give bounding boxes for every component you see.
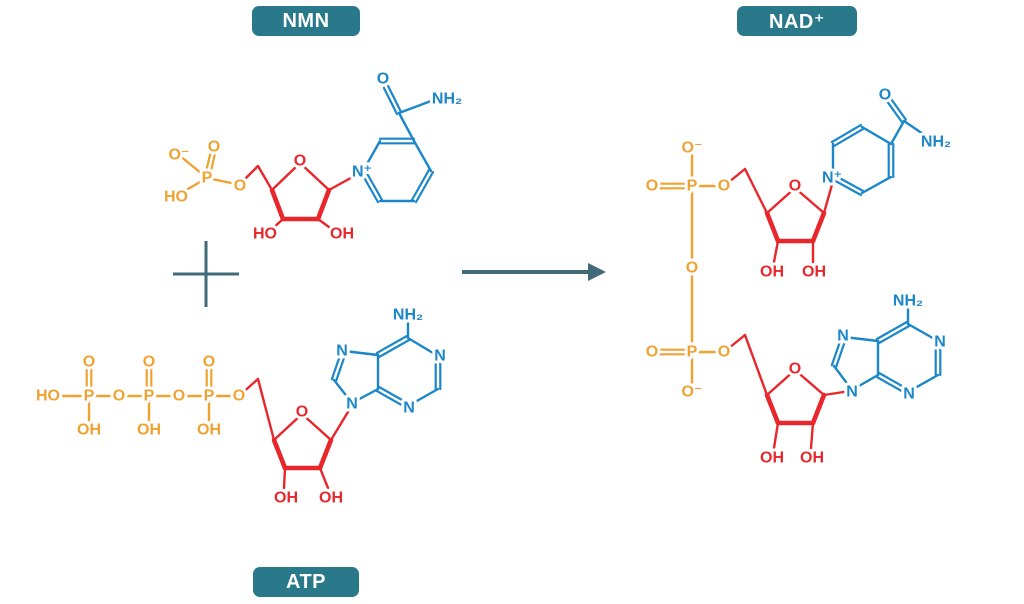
atom-label: O⁻ (682, 140, 703, 157)
atom-label: N⁺ (822, 170, 842, 187)
nad-badge: NAD⁺ (737, 6, 857, 36)
atp-badge: ATP (253, 567, 359, 597)
atom-label: O (377, 71, 389, 88)
atom-label: N (346, 396, 358, 413)
atom-label: OH (197, 422, 221, 439)
atom-label: O (294, 153, 306, 170)
atom-label: OH (802, 264, 826, 281)
atom-label: O (208, 139, 220, 156)
plus-operator (173, 241, 239, 307)
atom-label: O (113, 388, 125, 405)
atom-label: P (687, 344, 698, 361)
atom-label: O (789, 178, 801, 195)
atom-label: O (296, 404, 308, 421)
atom-label: OH (77, 422, 101, 439)
reaction-arrow (462, 263, 606, 281)
atom-label: HO (36, 388, 60, 405)
atom-label: OH (274, 490, 298, 507)
atom-label: O (879, 87, 891, 104)
atom-label: N (403, 400, 415, 417)
atom-label: HO (164, 189, 188, 206)
atom-label: O (686, 260, 698, 277)
atom-label: O (143, 354, 155, 371)
atom-label: O (646, 178, 658, 195)
atom-label: O (233, 388, 245, 405)
atom-label: N (846, 384, 858, 401)
atom-label: OH (330, 226, 354, 243)
atom-label: O (718, 178, 730, 195)
atom-label: O (646, 344, 658, 361)
atom-label: P (202, 170, 213, 187)
atom-label: N (934, 334, 946, 351)
atom-label: P (687, 178, 698, 195)
atom-label: OH (137, 422, 161, 439)
molecule-nad: O⁻ O P O O O P O⁻ O O OH OH N⁺ O NH₂ O OH OH N N N N NH₂ (643, 84, 954, 470)
atom-label: OH (319, 490, 343, 507)
atom-label: N (336, 343, 348, 360)
atom-label: O (203, 354, 215, 371)
atom-label: P (144, 388, 155, 405)
atom-label: OH (760, 264, 784, 281)
atom-label: OH (800, 450, 824, 467)
atom-label: O (789, 361, 801, 378)
atom-label: O (718, 344, 730, 361)
atom-label: P (204, 388, 215, 405)
atom-label: OH (760, 450, 784, 467)
atom-label: NH₂ (921, 134, 951, 151)
atom-label: O (83, 354, 95, 371)
atom-label: O⁻ (169, 147, 190, 164)
atom-label: O (173, 388, 185, 405)
atom-label: NH₂ (432, 91, 462, 108)
atom-label: NH₂ (393, 307, 423, 324)
atom-label: N (434, 348, 446, 365)
atom-label: N (903, 386, 915, 403)
atom-label: O⁻ (682, 384, 703, 401)
nmn-badge: NMN (252, 6, 360, 36)
atom-label: HO (253, 226, 277, 243)
atom-label: NH₂ (893, 293, 923, 310)
atom-label: N⁺ (352, 164, 372, 181)
atom-label: O (234, 178, 246, 195)
atom-label: P (84, 388, 95, 405)
atom-label: N (837, 328, 849, 345)
